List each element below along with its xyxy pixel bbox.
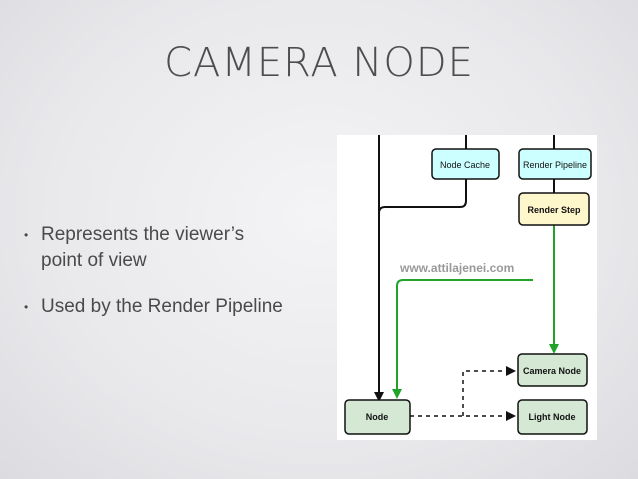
camera-node-label: Camera Node	[523, 366, 581, 376]
dashed-arrow	[462, 366, 516, 416]
node-cache-box: Node Cache	[431, 148, 500, 180]
node-cache-label: Node Cache	[440, 160, 490, 170]
node-box: Node	[344, 399, 411, 435]
bullet-list: • Represents the viewer’s point of view •…	[24, 222, 284, 340]
render-step-box: Render Step	[518, 192, 590, 226]
bullet-text: Represents the viewer’s point of view	[41, 224, 245, 271]
render-step-label: Render Step	[527, 205, 581, 215]
green-arrow	[392, 279, 533, 399]
node-label: Node	[366, 412, 389, 422]
light-node-box: Light Node	[517, 399, 588, 435]
bullet-text: Used by the Render Pipeline	[41, 296, 283, 317]
bullet-dot: •	[24, 300, 29, 314]
bullet-dot: •	[24, 228, 29, 242]
camera-node-box: Camera Node	[517, 353, 588, 387]
slide-title: CAMERA NODE	[164, 40, 474, 86]
render-pipeline-label: Render Pipeline	[523, 160, 587, 170]
scene-graph-diagram: Node Cache Render Pipeline Render Step w…	[337, 135, 597, 440]
connector-line	[378, 179, 467, 214]
light-node-label: Light Node	[529, 412, 576, 422]
render-pipeline-box: Render Pipeline	[518, 148, 592, 180]
bullet-item: • Represents the viewer’s point of view	[24, 222, 284, 274]
bullet-item: • Used by the Render Pipeline	[24, 294, 284, 320]
watermark-text: www.attilajenei.com	[399, 261, 514, 275]
